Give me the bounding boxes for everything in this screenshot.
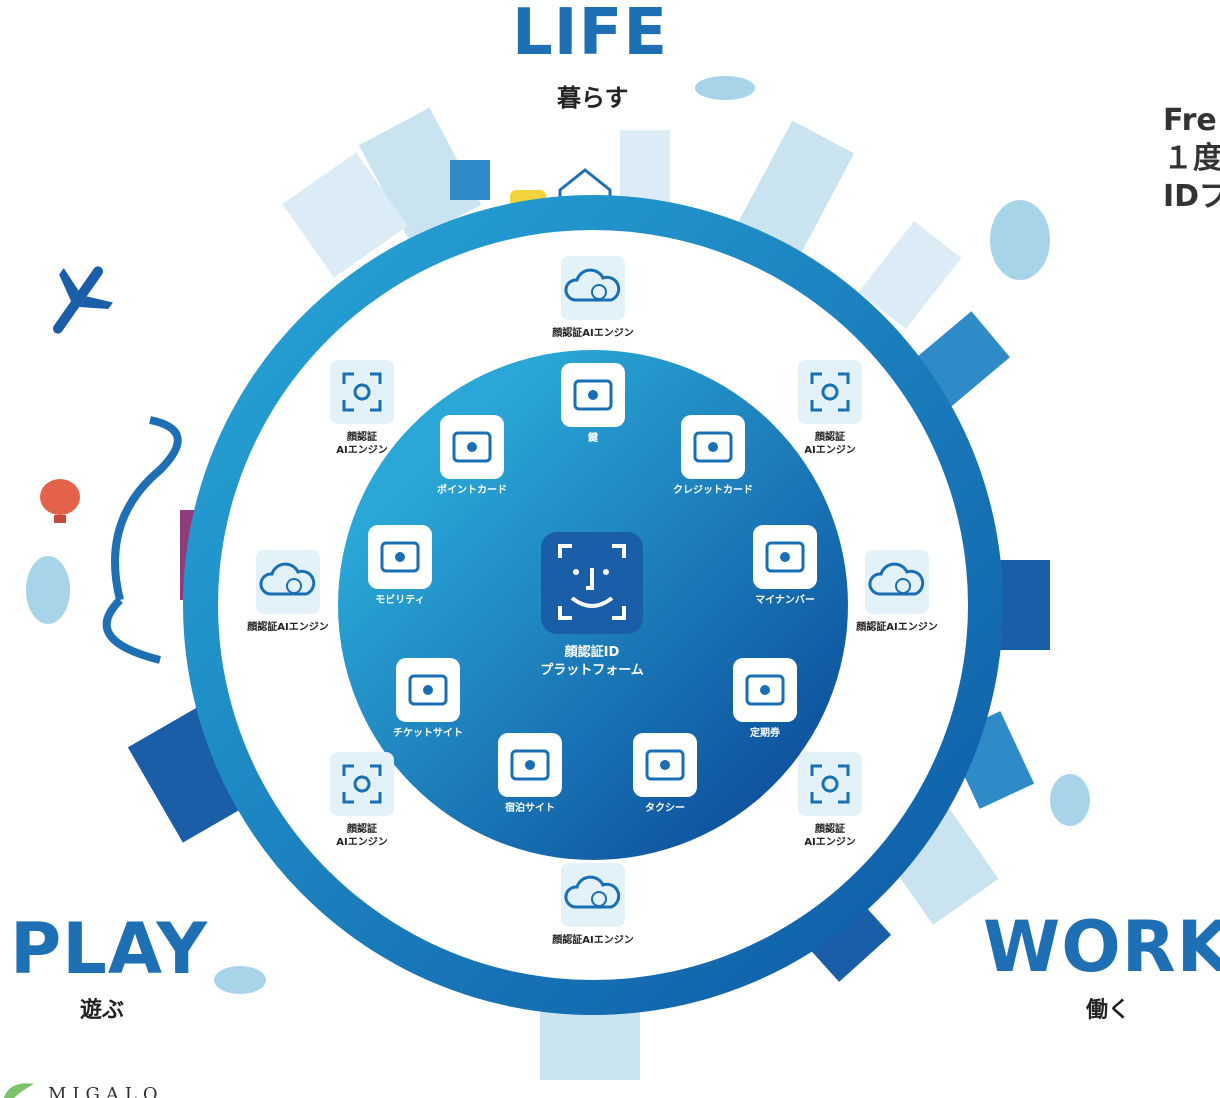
engine-label-line-1: 顔認証 xyxy=(814,822,845,835)
logo-text: MIGALO xyxy=(48,1084,164,1098)
id-card-icon xyxy=(753,525,817,589)
face-id-center-icon xyxy=(541,532,643,634)
ai-engine-item: 顔認証AIエンジン xyxy=(798,360,862,456)
engine-label-line-1: 顔認証 xyxy=(346,430,377,443)
cloud-face-icon xyxy=(561,256,625,320)
service-label: 鍵 xyxy=(588,431,598,444)
service-item: マイナンバー xyxy=(753,525,817,606)
play-title: PLAY xyxy=(10,908,209,990)
life-subtitle: 暮らす xyxy=(557,84,629,112)
service-item: 宿泊サイト xyxy=(498,733,562,814)
brand-logo: MIGALO xyxy=(0,1080,180,1098)
service-label: クレジットカード xyxy=(673,484,753,496)
ai-engine-item: 顔認証AIエンジン xyxy=(551,863,634,946)
service-item: クレジットカード xyxy=(673,415,753,496)
service-item: ポイントカード xyxy=(437,415,507,496)
cloud-face-icon xyxy=(561,863,625,927)
life-title: LIFE xyxy=(512,0,669,70)
service-item: モビリティ xyxy=(368,525,432,606)
cloud-face-icon xyxy=(256,550,320,614)
commuter-pass-icon xyxy=(733,658,797,722)
center-label-line-1: 顔認証ID xyxy=(564,644,620,660)
work-title: WORK xyxy=(983,906,1220,988)
service-label: タクシー xyxy=(645,802,685,814)
service-label: ポイントカード xyxy=(437,483,507,496)
key-icon xyxy=(561,363,625,427)
engine-label-line-1: 顔認証 xyxy=(814,430,845,443)
service-item: チケットサイト xyxy=(393,658,463,739)
work-subtitle: 働く xyxy=(1086,998,1131,1023)
airplane-icon xyxy=(52,266,113,334)
ai-engine-item: 顔認証AIエンジン xyxy=(855,550,938,633)
engine-label-line-2: AIエンジン xyxy=(336,836,387,848)
engine-label-line-2: AIエンジン xyxy=(336,444,387,456)
side-text-line-3: IDプ xyxy=(1163,179,1220,214)
clouds xyxy=(26,76,1090,994)
service-item: タクシー xyxy=(633,733,697,814)
face-scan-icon xyxy=(330,360,394,424)
service-label: チケットサイト xyxy=(393,727,463,739)
side-text-line-1: Fre xyxy=(1163,103,1217,138)
face-scan-icon xyxy=(330,752,394,816)
face-scan-icon xyxy=(798,360,862,424)
engine-label-line-1: 顔認証AIエンジン xyxy=(246,620,328,633)
scooter-icon xyxy=(368,525,432,589)
cloud-icon xyxy=(990,200,1050,280)
cloud-icon xyxy=(214,966,266,994)
cloud-icon xyxy=(26,556,70,624)
credit-card-icon xyxy=(681,415,745,479)
engine-label-line-1: 顔認証 xyxy=(346,822,377,835)
balloon-icon xyxy=(40,479,80,523)
service-label: 定期券 xyxy=(750,726,781,739)
side-text-line-2: １度 xyxy=(1163,141,1220,176)
engine-label-line-1: 顔認証AIエンジン xyxy=(551,933,633,946)
cloud-face-icon xyxy=(865,550,929,614)
engine-label-line-2: AIエンジン xyxy=(804,836,855,848)
ai-engine-item: 顔認証AIエンジン xyxy=(246,550,329,633)
point-card-icon xyxy=(440,415,504,479)
service-item: 定期券 xyxy=(733,658,797,739)
face-scan-icon xyxy=(798,752,862,816)
play-subtitle: 遊ぶ xyxy=(80,998,125,1023)
engine-label-line-1: 顔認証AIエンジン xyxy=(855,620,937,633)
ticket-icon xyxy=(396,658,460,722)
service-item: 鍵 xyxy=(561,363,625,444)
ai-engine-item: 顔認証AIエンジン xyxy=(798,752,862,848)
service-label: 宿泊サイト xyxy=(505,801,555,814)
leaf-logo-icon xyxy=(4,1083,34,1098)
engine-label-line-2: AIエンジン xyxy=(804,444,855,456)
hotel-icon xyxy=(498,733,562,797)
ai-engine-item: 顔認証AIエンジン xyxy=(551,256,634,339)
cloud-icon xyxy=(695,76,755,100)
taxi-icon xyxy=(633,733,697,797)
cloud-icon xyxy=(1050,774,1090,826)
engine-label-line-1: 顔認証AIエンジン xyxy=(551,326,633,339)
ai-engine-item: 顔認証AIエンジン xyxy=(330,752,394,848)
center-label-line-2: プラットフォーム xyxy=(540,663,644,678)
service-label: モビリティ xyxy=(375,593,424,606)
service-label: マイナンバー xyxy=(755,594,815,606)
ai-engines: 顔認証AIエンジン顔認証AIエンジン顔認証AIエンジン顔認証AIエンジン顔認証A… xyxy=(246,256,938,946)
ai-engine-item: 顔認証AIエンジン xyxy=(330,360,394,456)
